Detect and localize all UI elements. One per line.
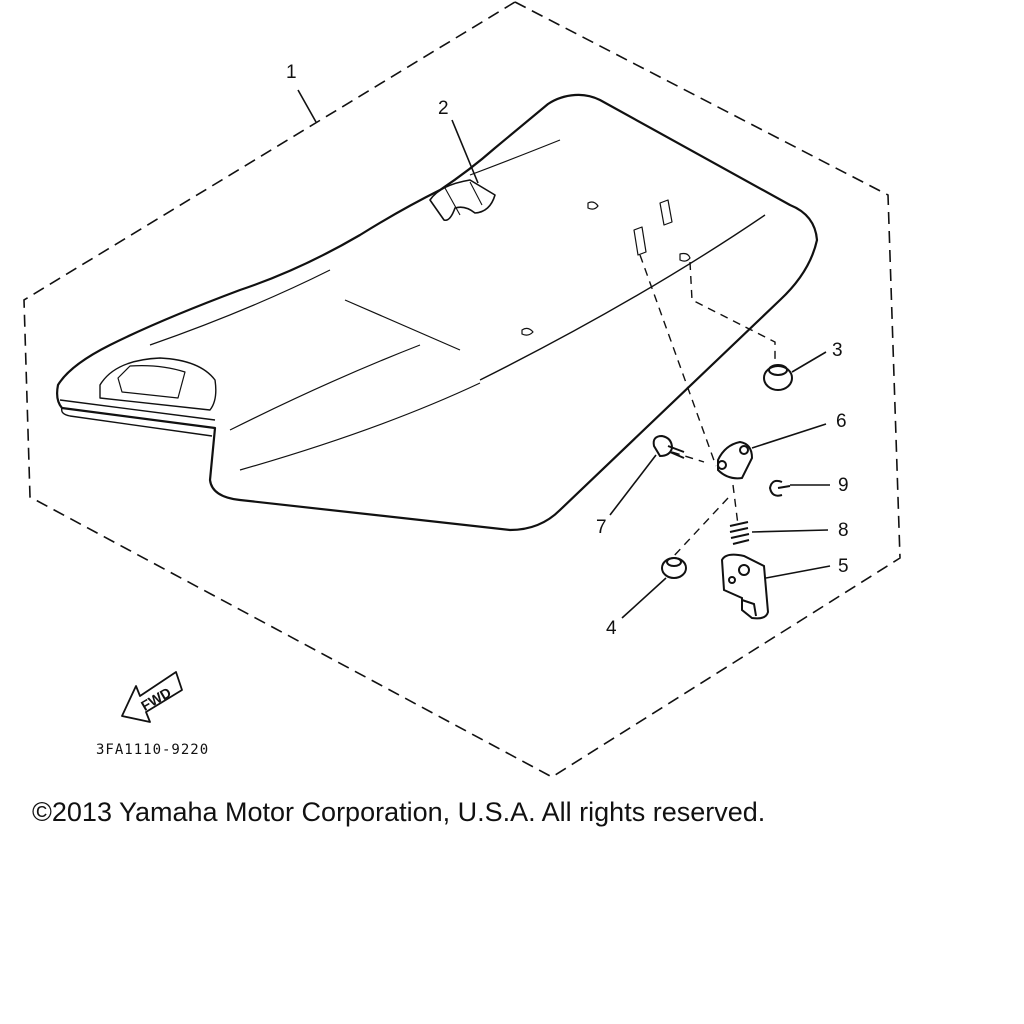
- part-4-nut: [661, 557, 687, 579]
- callout-6: 6: [836, 411, 847, 432]
- leader-2: [451, 119, 479, 184]
- leader-7: [609, 454, 657, 516]
- drawing-code: 3FA1110-9220: [96, 742, 209, 758]
- part-5-latch: [720, 553, 770, 620]
- callout-2: 2: [438, 98, 449, 119]
- leader-3: [791, 351, 827, 373]
- seat-body: [56, 93, 819, 532]
- copyright-text: ©2013 Yamaha Motor Corporation, U.S.A. A…: [32, 797, 766, 827]
- fwd-label: FWD: [138, 684, 174, 714]
- callout-4: 4: [606, 618, 617, 639]
- callout-9: 9: [838, 475, 849, 496]
- callout-1: 1: [286, 62, 297, 83]
- leader-1: [297, 89, 317, 123]
- leader-5: [765, 565, 831, 579]
- assembly-boundary: [23, 1, 901, 778]
- callout-3: 3: [832, 340, 843, 361]
- part-3-grommet: [763, 364, 793, 391]
- install-paths: [639, 254, 776, 559]
- forward-arrow: FWD: [121, 671, 183, 723]
- part-9-clip: [768, 479, 791, 497]
- callout-8: 8: [838, 520, 849, 541]
- part-6-plate: [717, 440, 754, 480]
- part-7-bolt: [652, 434, 685, 459]
- callout-5: 5: [838, 556, 849, 577]
- part-8-spring: [729, 521, 750, 545]
- leader-6: [751, 423, 827, 449]
- callout-7: 7: [596, 517, 607, 538]
- leader-4: [621, 577, 667, 619]
- leader-8: [751, 529, 829, 533]
